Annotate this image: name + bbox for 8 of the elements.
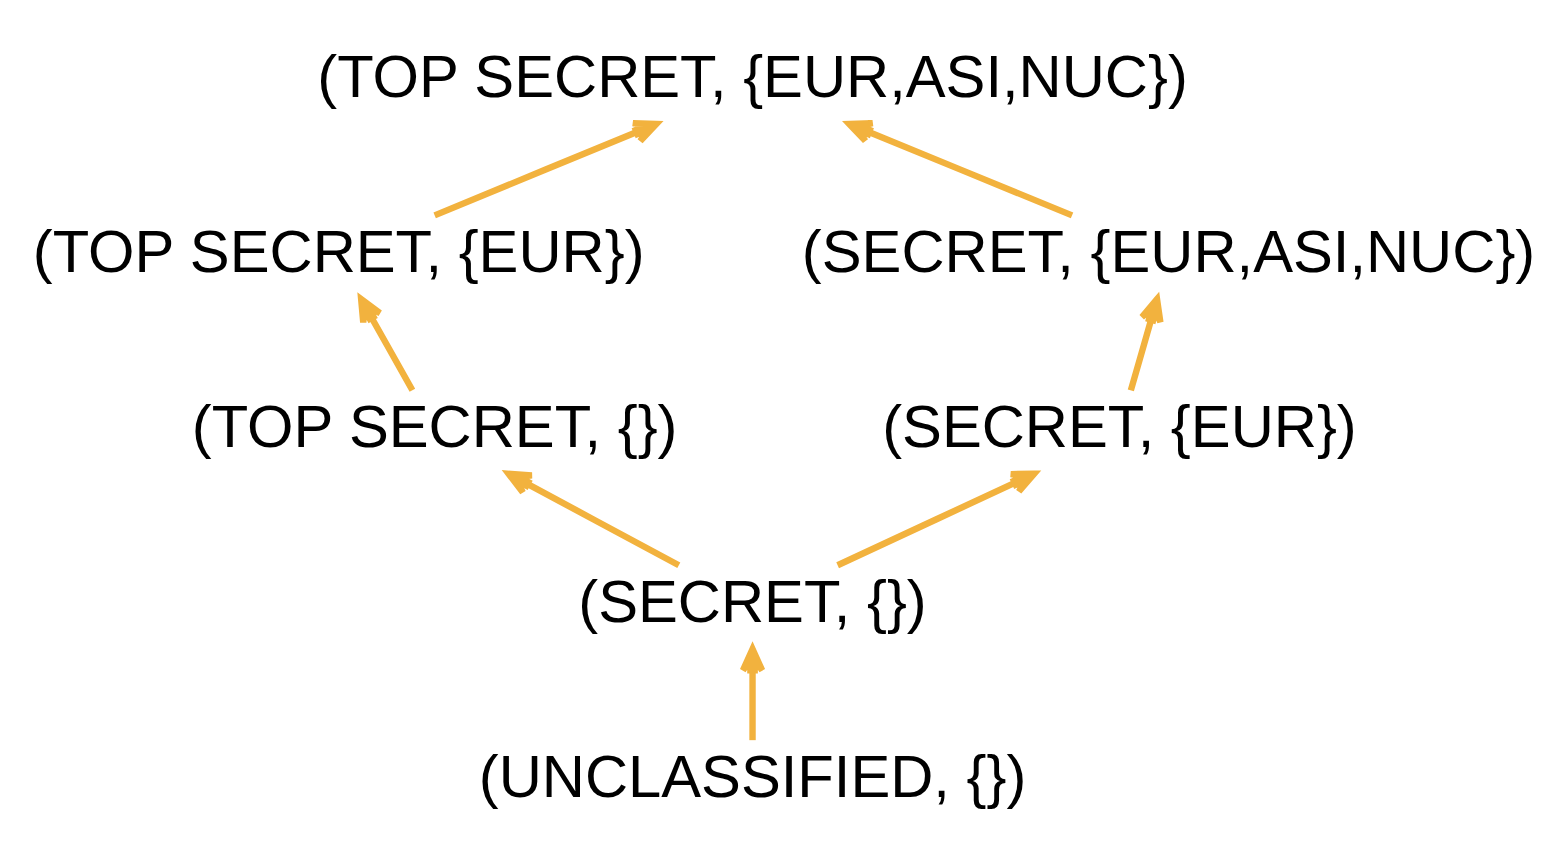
node-text: (SECRET, {}) — [578, 567, 927, 635]
node-text: (TOP SECRET, {EUR}) — [32, 217, 645, 285]
node-text: (SECRET, {EUR}) — [882, 392, 1357, 460]
node-text: (TOP SECRET, {EUR,ASI,NUC}) — [317, 42, 1188, 110]
node-text: (TOP SECRET, {}) — [191, 392, 678, 460]
node-text: (SECRET, {EUR,ASI,NUC}) — [801, 217, 1536, 285]
arrow — [357, 295, 416, 392]
node-text: (UNCLASSIFIED, {}) — [478, 742, 1027, 810]
